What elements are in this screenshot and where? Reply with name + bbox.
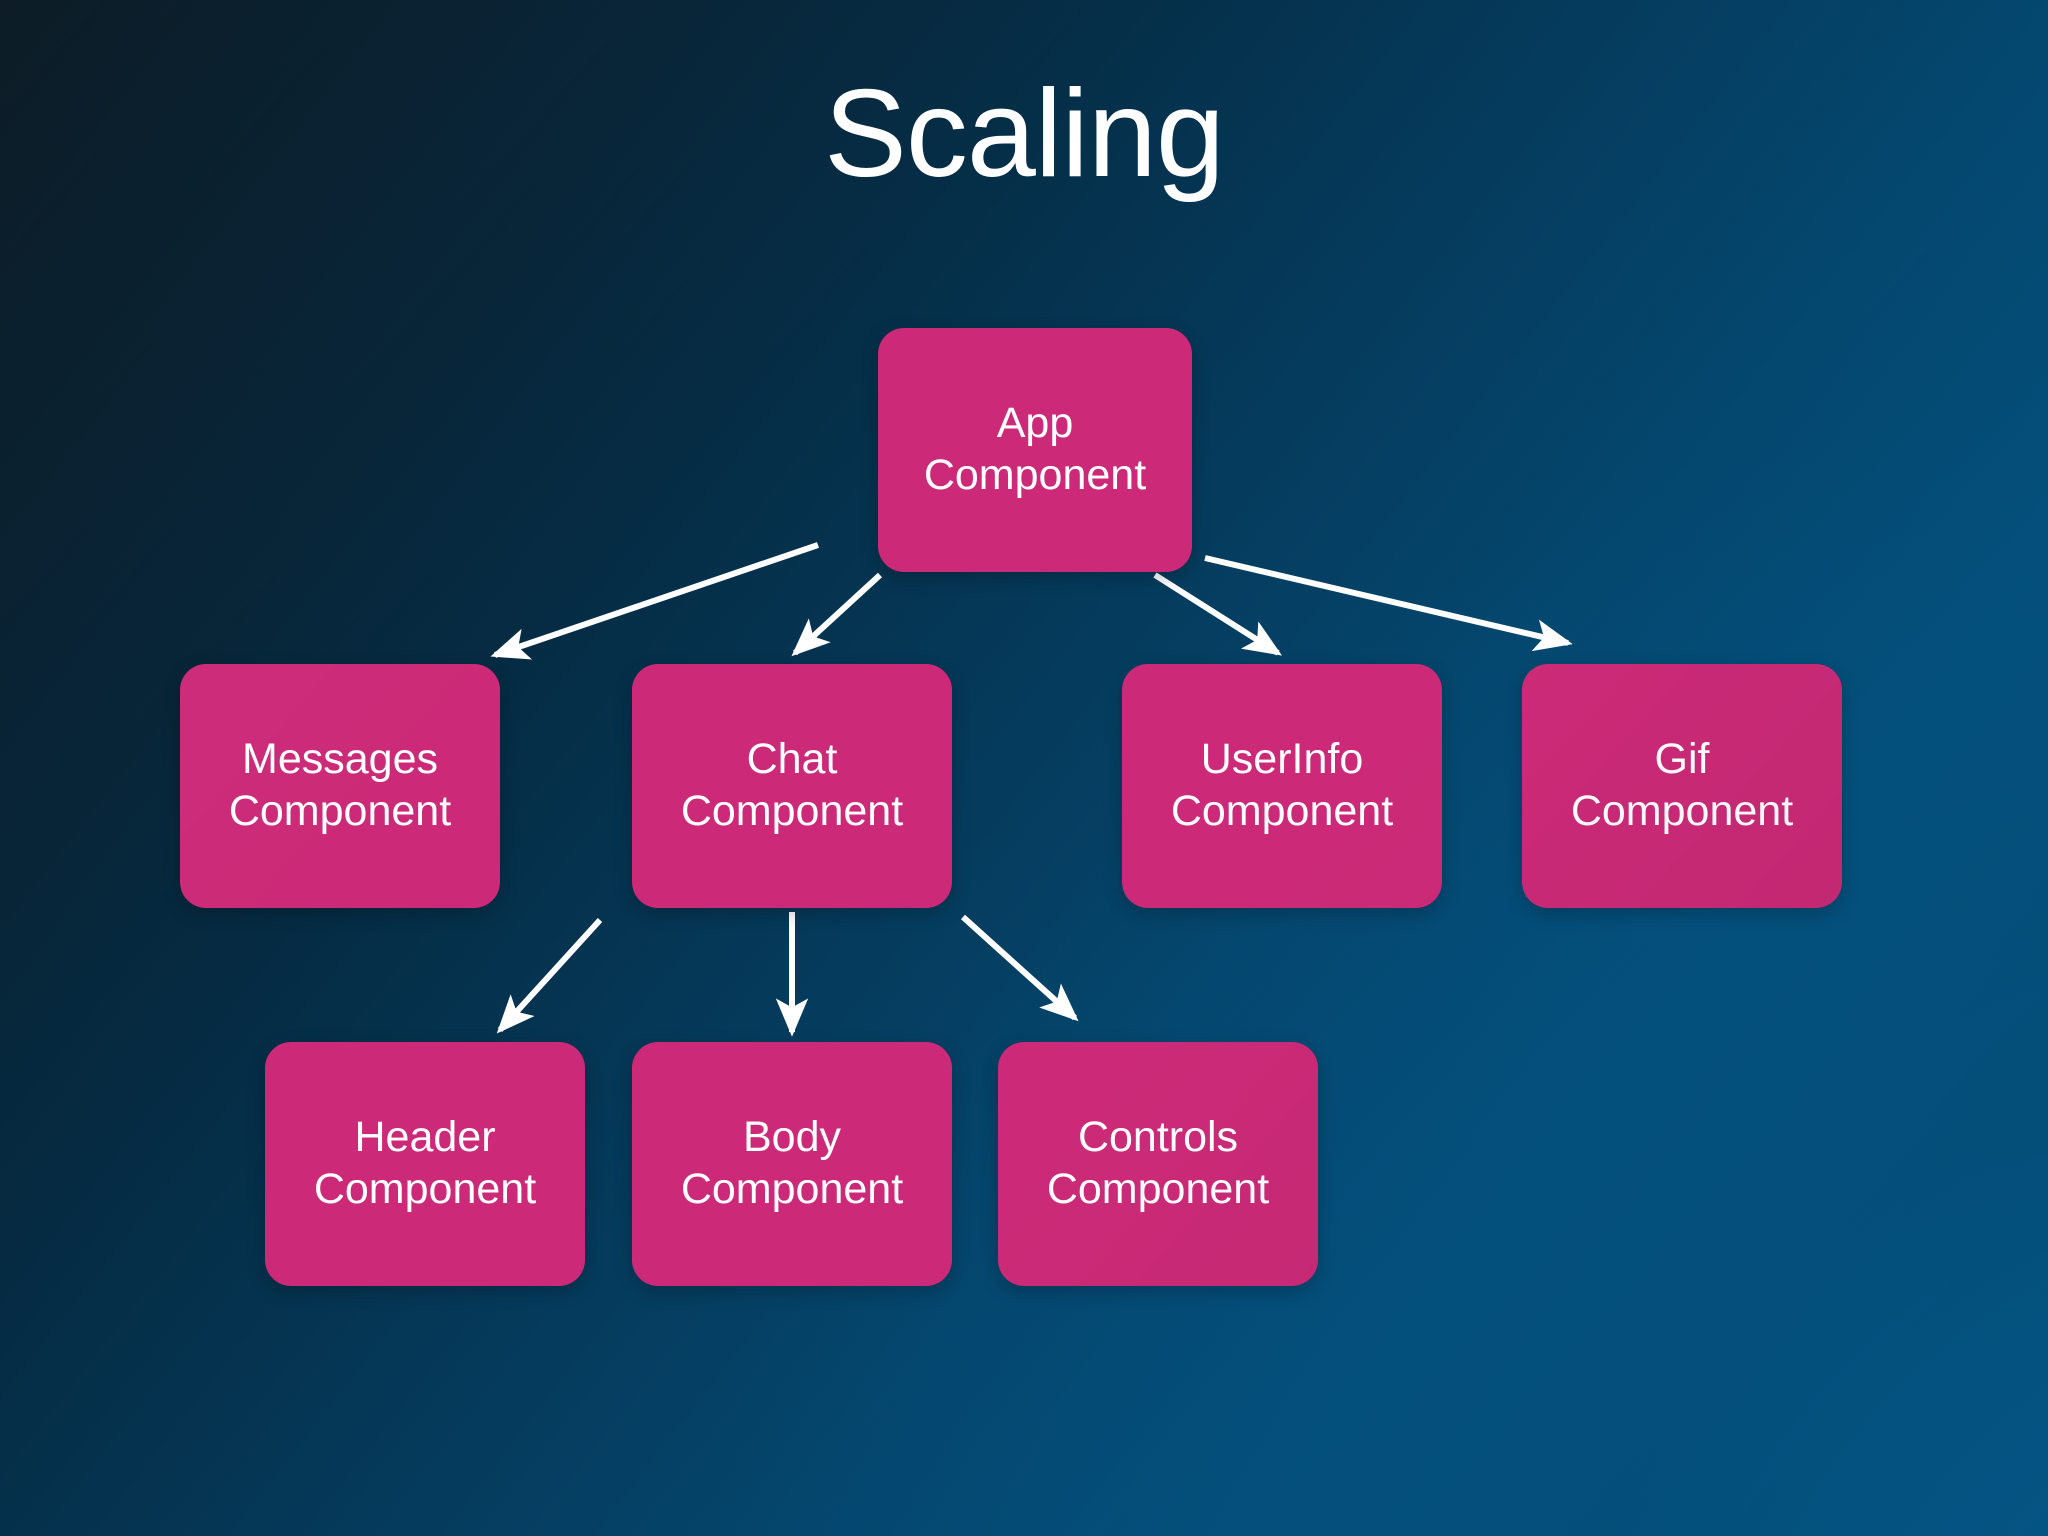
node-messages[interactable]: Messages Component: [180, 664, 500, 908]
node-header-label: Header Component: [313, 1113, 537, 1213]
node-messages-label: Messages Component: [228, 735, 452, 835]
node-controls-label: Controls Component: [1046, 1113, 1270, 1213]
node-body-label: Body Component: [680, 1113, 904, 1213]
node-header[interactable]: Header Component: [265, 1042, 585, 1286]
tree-edge-app-to-messages: [490, 542, 819, 660]
tree-edge-chat-to-header: [496, 917, 603, 1034]
node-app-label: App Component: [923, 399, 1147, 499]
node-controls[interactable]: Controls Component: [998, 1042, 1318, 1286]
node-userinfo[interactable]: UserInfo Component: [1122, 664, 1442, 908]
tree-edge-app-to-chat: [791, 572, 883, 657]
node-userinfo-label: UserInfo Component: [1170, 735, 1394, 835]
page-title: Scaling: [824, 65, 1225, 203]
tree-edge-app-to-userinfo: [1153, 572, 1283, 656]
node-chat-label: Chat Component: [680, 735, 904, 835]
tree-edge-app-to-gif: [1204, 555, 1573, 652]
node-gif[interactable]: Gif Component: [1522, 664, 1842, 908]
node-gif-label: Gif Component: [1570, 735, 1794, 835]
node-app[interactable]: App Component: [878, 328, 1192, 572]
node-chat[interactable]: Chat Component: [632, 664, 952, 908]
tree-edge-chat-to-controls: [960, 914, 1079, 1022]
node-body[interactable]: Body Component: [632, 1042, 952, 1286]
